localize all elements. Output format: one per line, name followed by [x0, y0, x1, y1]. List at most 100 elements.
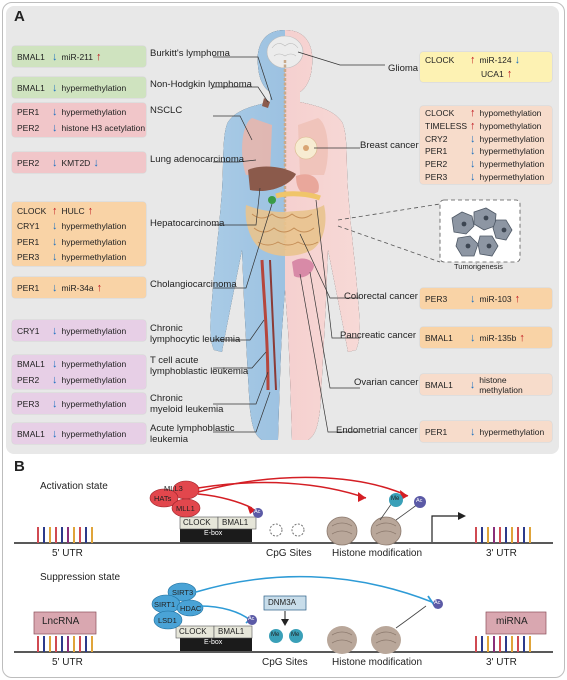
left-gene-box: BMAL1↓miR-211↑ — [12, 46, 146, 67]
gene-row: PER3↓hypermethylation — [420, 171, 544, 183]
up-arrow-icon: ↑ — [96, 281, 103, 294]
up-arrow-icon: ↑ — [514, 292, 521, 305]
down-arrow-icon: ↓ — [470, 158, 476, 171]
mechanism-label: UCA1 — [481, 69, 504, 79]
up-arrow-icon: ↑ — [470, 54, 476, 66]
gene-row: PER2↓hypermethylation — [12, 374, 126, 386]
mechanism-label: hypermethylation — [61, 82, 127, 93]
me-label-activation: Me — [391, 496, 400, 502]
down-arrow-icon: ↓ — [52, 250, 58, 263]
up-arrow-icon: ↑ — [52, 205, 58, 218]
up-arrow-icon: ↑ — [519, 331, 525, 344]
activation-state-title: Activation state — [40, 481, 108, 492]
up-arrow-icon: ↑ — [87, 205, 94, 218]
gene-row: PER1↓miR-34a↑ — [12, 282, 106, 294]
down-arrow-icon: ↓ — [52, 81, 58, 94]
gene-row: PER1↓hypermethylation — [420, 145, 544, 157]
me-label-cpg-2: Me — [291, 632, 300, 638]
gene-name: PER3 — [425, 172, 448, 183]
gene-row: CLOCK↑HULC↑ — [12, 205, 97, 217]
left-gene-box: PER3↓hypermethylation — [12, 393, 146, 414]
gene-row: CRY1↓hypermethylation — [12, 220, 126, 232]
gene-row: BMAL1↓miR-135b↑ — [420, 332, 529, 344]
mechanism-label: histone methylation — [479, 374, 523, 395]
disease-label: Pancreatic cancer — [340, 330, 417, 341]
bmal1-label-suppression: BMAL1 — [218, 627, 245, 636]
gene-name: PER3 — [17, 398, 40, 409]
mechanism-label: KMT2D — [61, 157, 91, 168]
mechanism-label: hypermethylation — [479, 133, 545, 144]
ac-label-suppression-ebox: Ac — [248, 616, 255, 622]
histone-modification-label-activation: Histone modification — [332, 548, 423, 559]
down-arrow-icon: ↓ — [52, 324, 58, 337]
panel-a-letter: A — [14, 8, 25, 25]
disease-label: Colorectal cancer — [344, 291, 418, 302]
mechanism-label: hypermethylation — [479, 146, 545, 157]
gene-name: PER2 — [425, 159, 448, 170]
hdac-label: HDAC — [180, 604, 202, 613]
down-arrow-icon: ↓ — [470, 145, 476, 158]
right-gene-box: BMAL1↓histone methylation — [420, 374, 552, 395]
clock-label-suppression: CLOCK — [179, 627, 207, 636]
mechanism-label: miR-211 — [61, 51, 94, 62]
gene-row: BMAL1↓hypermethylation — [12, 358, 126, 370]
mechanism-label: miR-103 — [479, 293, 512, 304]
me-label-cpg-1: Me — [271, 632, 280, 638]
ac-label-activation-histone: Ac — [416, 498, 423, 504]
mechanism-label: hypermethylation — [479, 172, 545, 183]
cpg-sites-label-activation: CpG Sites — [266, 548, 312, 559]
right-gene-box: PER1↓hypermethylation — [420, 421, 552, 442]
left-gene-box: CRY1↓hypermethylation — [12, 320, 146, 341]
up-arrow-icon: ↑ — [470, 119, 476, 132]
cpg-sites-label-suppression: CpG Sites — [262, 657, 308, 668]
sirt3-label: SIRT3 — [172, 588, 194, 597]
gene-name: BMAL1 — [425, 332, 453, 343]
gene-name: PER3 — [425, 293, 448, 304]
mll3-label: MLL3 — [164, 484, 183, 493]
right-gene-box: BMAL1↓miR-135b↑ — [420, 327, 552, 348]
down-arrow-icon: ↓ — [52, 427, 58, 440]
ac-label-activation-ebox: Ac — [254, 509, 261, 515]
left-gene-box: PER1↓miR-34a↑ — [12, 277, 146, 298]
gene-row: CLOCK↑miR-124↓ — [420, 54, 524, 66]
gene-name: PER1 — [17, 236, 40, 247]
utr5-label-activation: 5' UTR — [52, 548, 83, 559]
gene-name: PER1 — [425, 426, 448, 437]
down-arrow-icon: ↓ — [52, 397, 58, 410]
disease-label: Cholangiocarcinoma — [150, 279, 237, 290]
gene-row: BMAL1↓hypermethylation — [12, 82, 126, 94]
gene-name: CRY1 — [17, 221, 40, 232]
gene-row: PER1↓hypermethylation — [12, 236, 126, 248]
mechanism-label: histone H3 acetylation — [61, 122, 146, 133]
gene-name: PER3 — [17, 251, 40, 262]
mirna-label: miRNA — [496, 616, 528, 627]
bmal1-label-activation: BMAL1 — [222, 518, 249, 527]
mechanism-label: hypomethylation — [479, 107, 542, 118]
gene-name: CRY2 — [425, 133, 448, 144]
mechanism-label: hypermethylation — [61, 251, 127, 262]
ac-label-suppression-histone: Ac — [434, 600, 441, 606]
ebox-label-suppression: E-box — [204, 639, 223, 646]
gene-name: PER2 — [17, 122, 40, 133]
disease-label: Lung adenocarcinoma — [150, 154, 244, 165]
down-arrow-icon: ↓ — [52, 281, 58, 294]
up-arrow-icon: ↑ — [506, 68, 513, 80]
gene-name: CLOCK — [425, 107, 455, 118]
down-arrow-icon: ↓ — [470, 425, 476, 438]
disease-label-line: T cell acute — [150, 355, 199, 366]
histone-modification-label-suppression: Histone modification — [332, 657, 423, 668]
right-gene-box: CLOCK↑miR-124↓UCA1↑ — [420, 52, 552, 82]
clock-label-activation: CLOCK — [183, 518, 211, 527]
mechanism-label: hypermethylation — [61, 107, 127, 118]
disease-label: Breast cancer — [360, 140, 419, 151]
mll1-label: MLL1 — [176, 504, 195, 513]
